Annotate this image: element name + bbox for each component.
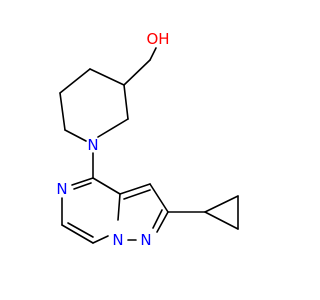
bond-cp-top (204, 195, 239, 213)
pyrazine-nitrogen-label: N (56, 180, 67, 198)
bridgehead-nitrogen-label: N (112, 231, 123, 249)
bond-c3-c4 (89, 68, 125, 86)
hydroxyl-label: OH (146, 30, 169, 48)
bond-c4-c5 (59, 68, 91, 94)
molecule-structure: OH N N N N (56, 30, 239, 249)
bond-c2-npyr (156, 211, 169, 233)
bond-c3a-c3-double (123, 189, 151, 200)
bond-c2-c3 (123, 84, 129, 120)
bond-n1-c2 (97, 118, 129, 138)
piperidine-nitrogen-label: N (87, 136, 98, 154)
bond-c3a-c4a (92, 177, 121, 195)
bond-c3a-c3 (119, 183, 151, 195)
pyrazole-nitrogen-label: N (140, 231, 151, 249)
bond-c3-c2 (149, 183, 169, 213)
bond-c6-n1 (64, 129, 87, 142)
bond-cp-bottom (204, 211, 239, 230)
bond-c5-c6 (59, 92, 66, 131)
bond-c4a-npz-double (73, 182, 92, 190)
bond-c7-nbridge (92, 235, 109, 244)
bond-c4a-npz (71, 177, 94, 186)
bond-c6-c7 (61, 224, 94, 244)
bond-ch2-c3 (123, 59, 151, 86)
bond-c6-c7-double (67, 222, 94, 238)
bond-oh-ch2 (149, 47, 157, 61)
bond-nbridge-c3a (117, 193, 121, 221)
bond-c2-npyr-double (152, 209, 163, 229)
